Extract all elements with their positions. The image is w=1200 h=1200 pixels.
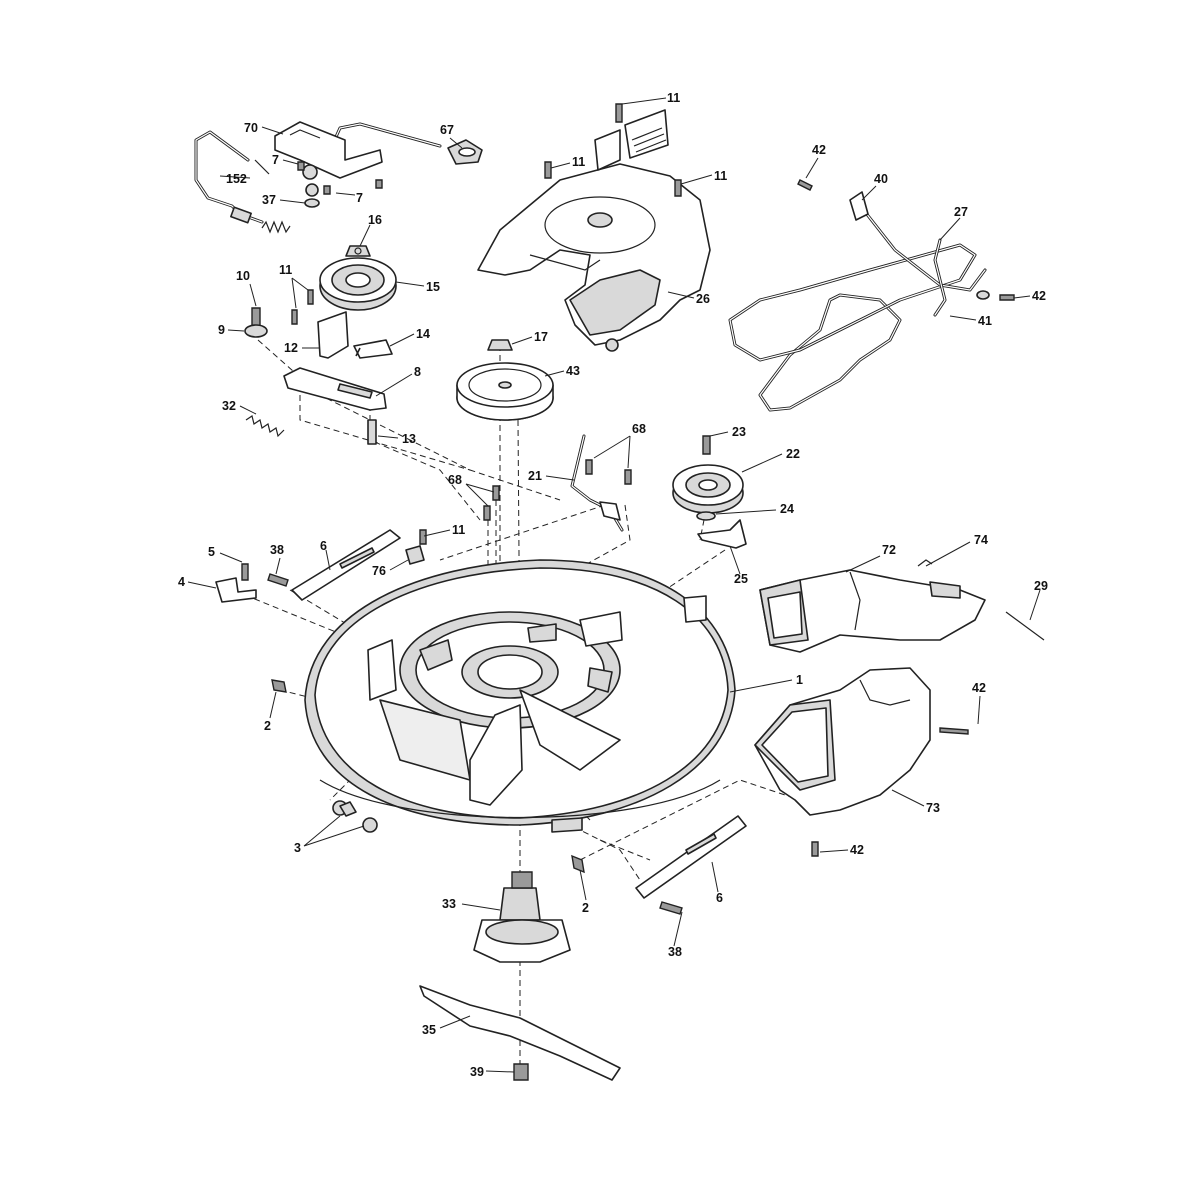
callout-152: 152 — [226, 172, 247, 186]
callout-32: 32 — [222, 399, 236, 413]
callout-2: 2 — [582, 901, 589, 915]
callout-13: 13 — [402, 432, 416, 446]
belt-guide-41 — [797, 179, 1015, 317]
callout-76: 76 — [372, 564, 386, 578]
idler-arm-assembly — [244, 289, 393, 445]
callout-16: 16 — [368, 213, 382, 227]
mulch-chute-73 — [754, 667, 969, 857]
callout-11: 11 — [714, 169, 727, 183]
callout-40: 40 — [874, 172, 888, 186]
callout-11: 11 — [452, 523, 465, 537]
callout-25: 25 — [734, 572, 748, 586]
callout-7: 7 — [272, 153, 279, 167]
callout-42: 42 — [972, 681, 986, 695]
drive-pulley-43 — [456, 339, 554, 421]
callout-22: 22 — [786, 447, 800, 461]
deck-hanger-parts — [215, 529, 427, 603]
callout-14: 14 — [416, 327, 430, 341]
callout-1: 1 — [796, 673, 803, 687]
callout-43: 43 — [566, 364, 580, 378]
belt-keeper-21 — [483, 434, 632, 532]
callout-7: 7 — [356, 191, 363, 205]
callout-42: 42 — [1032, 289, 1046, 303]
idler-pulley-22 — [672, 435, 747, 549]
callout-labels: 70 67 7 7 152 37 16 15 10 11 9 12 14 8 3… — [178, 91, 1048, 1079]
callout-37: 37 — [262, 193, 276, 207]
callout-74: 74 — [974, 533, 988, 547]
callout-3: 3 — [294, 841, 301, 855]
callout-38: 38 — [270, 543, 284, 557]
callout-27: 27 — [954, 205, 968, 219]
callout-9: 9 — [218, 323, 225, 337]
lower-hanger-and-spindle — [339, 801, 747, 1081]
callout-6: 6 — [716, 891, 723, 905]
callout-70: 70 — [244, 121, 258, 135]
callout-42: 42 — [850, 843, 864, 857]
lift-linkage-assembly — [194, 121, 483, 234]
callout-67: 67 — [440, 123, 454, 137]
callout-41: 41 — [978, 314, 992, 328]
callout-39: 39 — [470, 1065, 484, 1079]
callout-68: 68 — [448, 473, 462, 487]
callout-11: 11 — [279, 263, 292, 277]
callout-73: 73 — [926, 801, 940, 815]
callout-8: 8 — [414, 365, 421, 379]
belt-cover-26 — [477, 103, 711, 352]
callout-21: 21 — [528, 469, 542, 483]
callout-15: 15 — [426, 280, 440, 294]
callout-29: 29 — [1034, 579, 1048, 593]
callout-leader-lines — [187, 97, 1041, 1073]
callout-26: 26 — [696, 292, 710, 306]
callout-12: 12 — [284, 341, 298, 355]
callout-24: 24 — [780, 502, 794, 516]
callout-42: 42 — [812, 143, 826, 157]
callout-38: 38 — [668, 945, 682, 959]
callout-72: 72 — [882, 543, 896, 557]
callout-35: 35 — [422, 1023, 436, 1037]
cutting-deck-1 — [271, 559, 736, 874]
discharge-chute-72 — [759, 559, 1045, 653]
callout-23: 23 — [732, 425, 746, 439]
callout-33: 33 — [442, 897, 456, 911]
callout-6: 6 — [320, 539, 327, 553]
callout-5: 5 — [208, 545, 215, 559]
callout-4: 4 — [178, 575, 185, 589]
idler-pulley-15 — [319, 245, 397, 311]
callout-11: 11 — [667, 91, 680, 105]
callout-10: 10 — [236, 269, 250, 283]
drive-belt-27 — [728, 243, 977, 412]
callout-68: 68 — [632, 422, 646, 436]
callout-2: 2 — [264, 719, 271, 733]
callout-17: 17 — [534, 330, 548, 344]
callout-11: 11 — [572, 155, 585, 169]
